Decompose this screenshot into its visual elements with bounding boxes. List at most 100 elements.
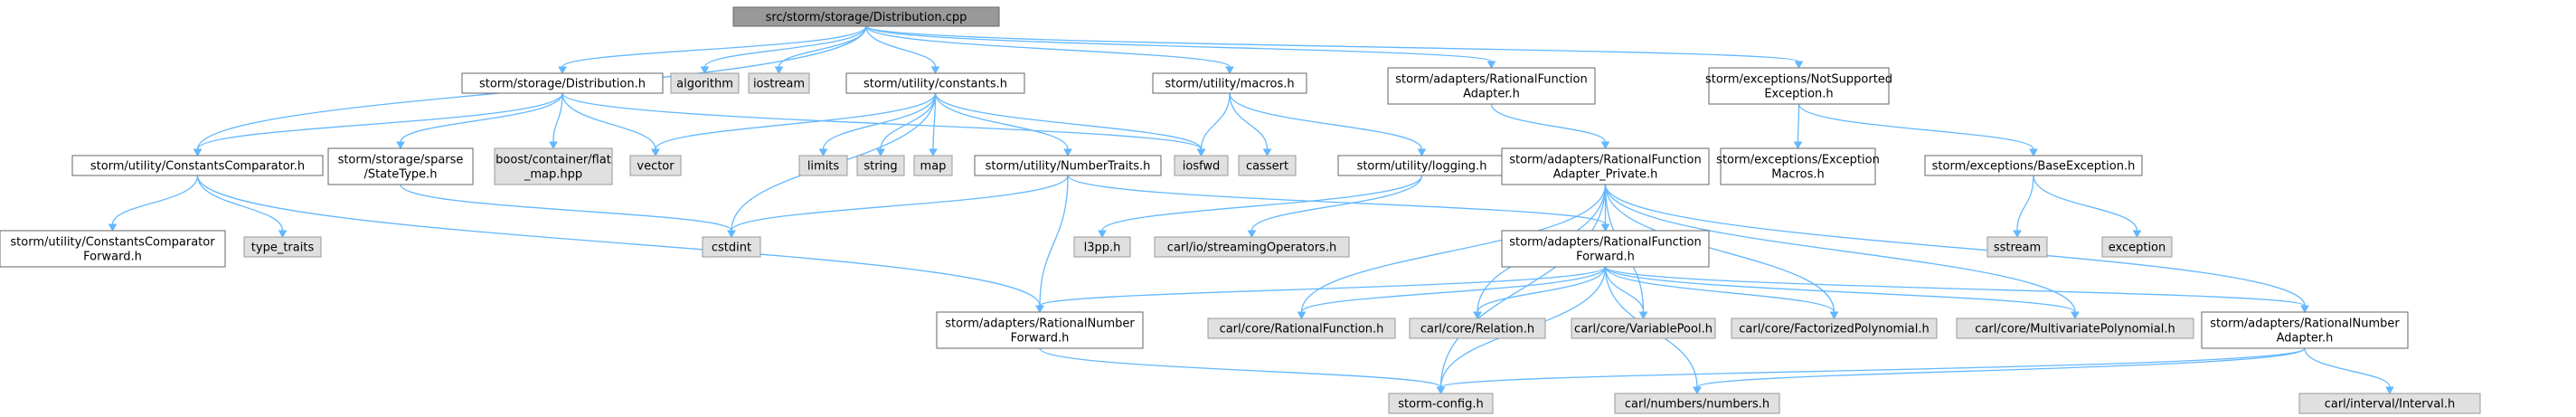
node-label: Exception.h: [1764, 88, 1833, 101]
node-label: storm/utility/constants.h: [863, 78, 1007, 91]
edge-rf_forward_h-to-rn_forward_h: [1035, 266, 1607, 314]
node-label: Forward.h: [1576, 251, 1635, 264]
node-label: carl/core/FactorizedPolynomial.h: [1739, 323, 1930, 336]
node-box: [1731, 317, 1938, 339]
edge-constcomp_h-to-rn_forward_h: [196, 175, 1044, 314]
node-constcomp_fwd_h[interactable]: storm/utility/ConstantsComparatorForward…: [0, 230, 226, 268]
node-constants_h[interactable]: storm/utility/constants.h: [845, 72, 1025, 94]
edge-distribution_h-to-constcomp_h: [193, 92, 563, 157]
node-label: iosfwd: [1183, 160, 1221, 174]
node-label: carl/io/streamingOperators.h: [1167, 242, 1336, 255]
node-label: vector: [637, 160, 675, 174]
node-cassert: cassert: [1238, 155, 1297, 176]
edge-rn_adapter_h-to-carl_numbers: [1693, 347, 2306, 395]
edge-notsupported_h-to-exc_macros_h: [1793, 103, 1803, 150]
node-label: cassert: [1246, 160, 1288, 174]
node-box: [2101, 236, 2173, 258]
node-box: [0, 230, 226, 268]
edge-rn_adapter_h-to-carl_interval: [2304, 347, 2394, 395]
node-box: [1238, 155, 1297, 176]
node-box: [913, 155, 953, 176]
edge-rf_forward_h-to-rn_adapter_h: [1604, 266, 2309, 314]
edge-base_exc_h-to-exception: [2033, 175, 2142, 239]
edge-constants_h-to-iosfwd: [934, 92, 1206, 157]
node-box: [1073, 236, 1131, 258]
node-label: storm/exceptions/BaseException.h: [1932, 160, 2136, 174]
node-logging_h[interactable]: storm/utility/logging.h: [1337, 155, 1506, 176]
node-label: storm/adapters/RationalNumber: [2210, 317, 2400, 331]
edge-constants_h-to-limits: [818, 92, 937, 157]
node-base_exc_h[interactable]: storm/exceptions/BaseException.h: [1924, 155, 2143, 176]
edge-constants_h-to-string: [876, 92, 937, 157]
edges-layer: [108, 25, 2394, 395]
node-box: [845, 72, 1025, 94]
node-box: [461, 72, 664, 94]
node-label: storm/storage/sparse: [338, 154, 464, 167]
node-iostream: iostream: [748, 72, 810, 94]
node-box: [748, 72, 810, 94]
node-label: src/storm/storage/Distribution.cpp: [766, 11, 967, 24]
node-label: Adapter.h: [1463, 88, 1520, 101]
node-algorithm: algorithm: [670, 72, 740, 94]
node-box: [1614, 393, 1780, 414]
node-box: [71, 155, 324, 176]
node-box: [1174, 155, 1229, 176]
node-label: algorithm: [676, 78, 733, 91]
edge-rf_forward_h-to-carl_relation: [1473, 266, 1607, 320]
edge-macros_h-to-cassert: [1229, 92, 1272, 157]
edge-distribution_h-to-statetype_h: [396, 92, 563, 150]
edge-rf_forward_h-to-carl_factpoly: [1604, 266, 1839, 320]
edge-numbertraits_h-to-rn_forward_h: [1035, 175, 1069, 314]
node-limits: limits: [798, 155, 848, 176]
edge-distribution_cpp-to-iostream: [774, 25, 867, 75]
edge-distribution_cpp-to-rf_adapter_h: [865, 25, 1496, 70]
node-label: Macros.h: [1771, 168, 1825, 182]
node-label: storm/adapters/RationalNumber: [945, 317, 1135, 331]
node-constcomp_h[interactable]: storm/utility/ConstantsComparator.h: [71, 155, 324, 176]
edge-rf_forward_h-to-carl_multipoly: [1604, 266, 2080, 320]
node-box: [1571, 317, 1716, 339]
node-box: [670, 72, 740, 94]
node-numbertraits_h[interactable]: storm/utility/NumberTraits.h: [974, 155, 1162, 176]
node-l3pp: l3pp.h: [1073, 236, 1131, 258]
node-distribution_h[interactable]: storm/storage/Distribution.h: [461, 72, 664, 94]
node-label: Forward.h: [1011, 332, 1070, 346]
node-box: [494, 147, 613, 185]
edge-rn_adapter_h-to-storm_config: [1436, 347, 2306, 395]
node-box: [1720, 147, 1876, 185]
node-box: [2201, 311, 2409, 349]
node-carl_multipoly: carl/core/MultivariatePolynomial.h: [1956, 317, 2194, 339]
node-type_traits: type_traits: [243, 236, 322, 258]
node-carl_rf: carl/core/RationalFunction.h: [1207, 317, 1396, 339]
node-box: [1207, 317, 1396, 339]
node-iosfwd: iosfwd: [1174, 155, 1229, 176]
node-statetype_h[interactable]: storm/storage/sparse/StateType.h: [327, 147, 474, 185]
node-carl_interval: carl/interval/Interval.h: [2298, 393, 2481, 414]
edge-distribution_cpp-to-constants_h: [865, 25, 940, 75]
node-box: [702, 236, 761, 258]
node-box: [856, 155, 905, 176]
edge-distribution_h-to-vector: [561, 92, 660, 157]
node-carl_relation: carl/core/Relation.h: [1409, 317, 1546, 339]
node-label: storm/utility/ConstantsComparator.h: [90, 160, 305, 174]
node-vector: vector: [629, 155, 682, 176]
node-label: exception: [2109, 242, 2166, 255]
node-box: [1154, 236, 1350, 258]
nodes-layer: src/storm/storage/Distribution.cpp storm/…: [0, 6, 2481, 414]
node-carl_factpoly: carl/core/FactorizedPolynomial.h: [1731, 317, 1938, 339]
edge-distribution_cpp-to-distribution_h: [558, 25, 867, 75]
node-rf_adapter_private_h[interactable]: storm/adapters/RationalFunctionAdapter_P…: [1501, 147, 1710, 185]
edge-notsupported_h-to-base_exc_h: [1798, 103, 2038, 157]
node-macros_h[interactable]: storm/utility/macros.h: [1152, 72, 1307, 94]
edge-rf_adapter_h-to-rf_adapter_private_h: [1490, 103, 1610, 150]
node-label: storm/adapters/RationalFunction: [1509, 154, 1702, 167]
edge-constcomp_h-to-constcomp_fwd_h: [108, 175, 199, 232]
node-distribution_cpp[interactable]: src/storm/storage/Distribution.cpp: [732, 6, 1000, 27]
